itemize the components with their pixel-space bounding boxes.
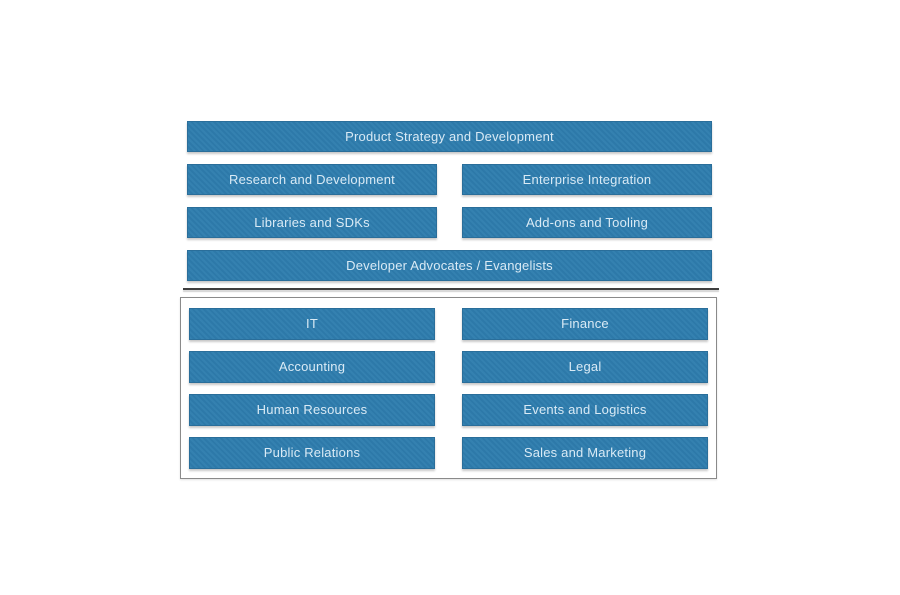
org-box-legal: Legal — [462, 351, 708, 383]
org-box-human-resources: Human Resources — [189, 394, 435, 426]
group-divider-line — [183, 288, 719, 290]
org-box-research-development: Research and Development — [187, 164, 437, 195]
org-box-public-relations: Public Relations — [189, 437, 435, 469]
org-box-accounting: Accounting — [189, 351, 435, 383]
support-teams-group: IT Finance Accounting Legal Human Resour… — [180, 297, 717, 479]
org-box-developer-advocates: Developer Advocates / Evangelists — [187, 250, 712, 281]
org-box-events-logistics: Events and Logistics — [462, 394, 708, 426]
product-teams-group: Product Strategy and Development Researc… — [187, 121, 712, 281]
org-box-product-strategy: Product Strategy and Development — [187, 121, 712, 152]
org-box-libraries-sdks: Libraries and SDKs — [187, 207, 437, 238]
org-box-sales-marketing: Sales and Marketing — [462, 437, 708, 469]
org-box-it: IT — [189, 308, 435, 340]
org-box-enterprise-integration: Enterprise Integration — [462, 164, 712, 195]
org-box-finance: Finance — [462, 308, 708, 340]
org-box-addons-tooling: Add-ons and Tooling — [462, 207, 712, 238]
